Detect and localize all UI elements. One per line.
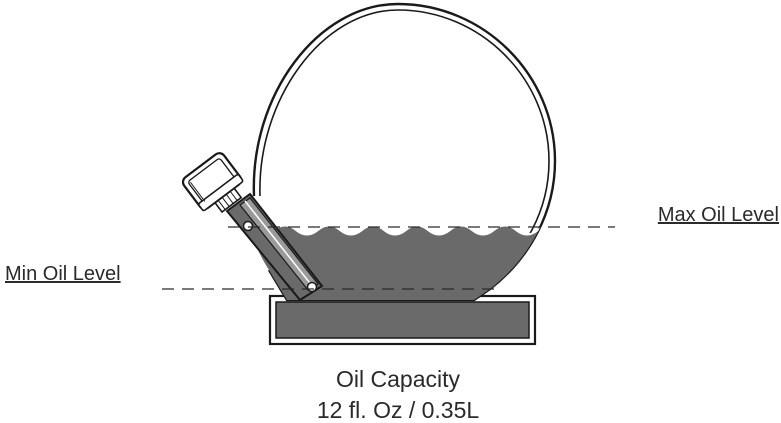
dipstick-max-marker [242,220,254,232]
max-level-label: Max Oil Level [658,204,779,226]
reservoir-base [268,294,537,346]
dipstick-min-marker [306,281,318,293]
capacity-value: 12 fl. Oz / 0.35L [317,397,480,423]
dipstick-cap [181,152,244,212]
capacity-title: Oil Capacity [336,366,460,392]
dipstick-assembly [181,152,324,302]
min-level-label: Min Oil Level [5,263,121,285]
